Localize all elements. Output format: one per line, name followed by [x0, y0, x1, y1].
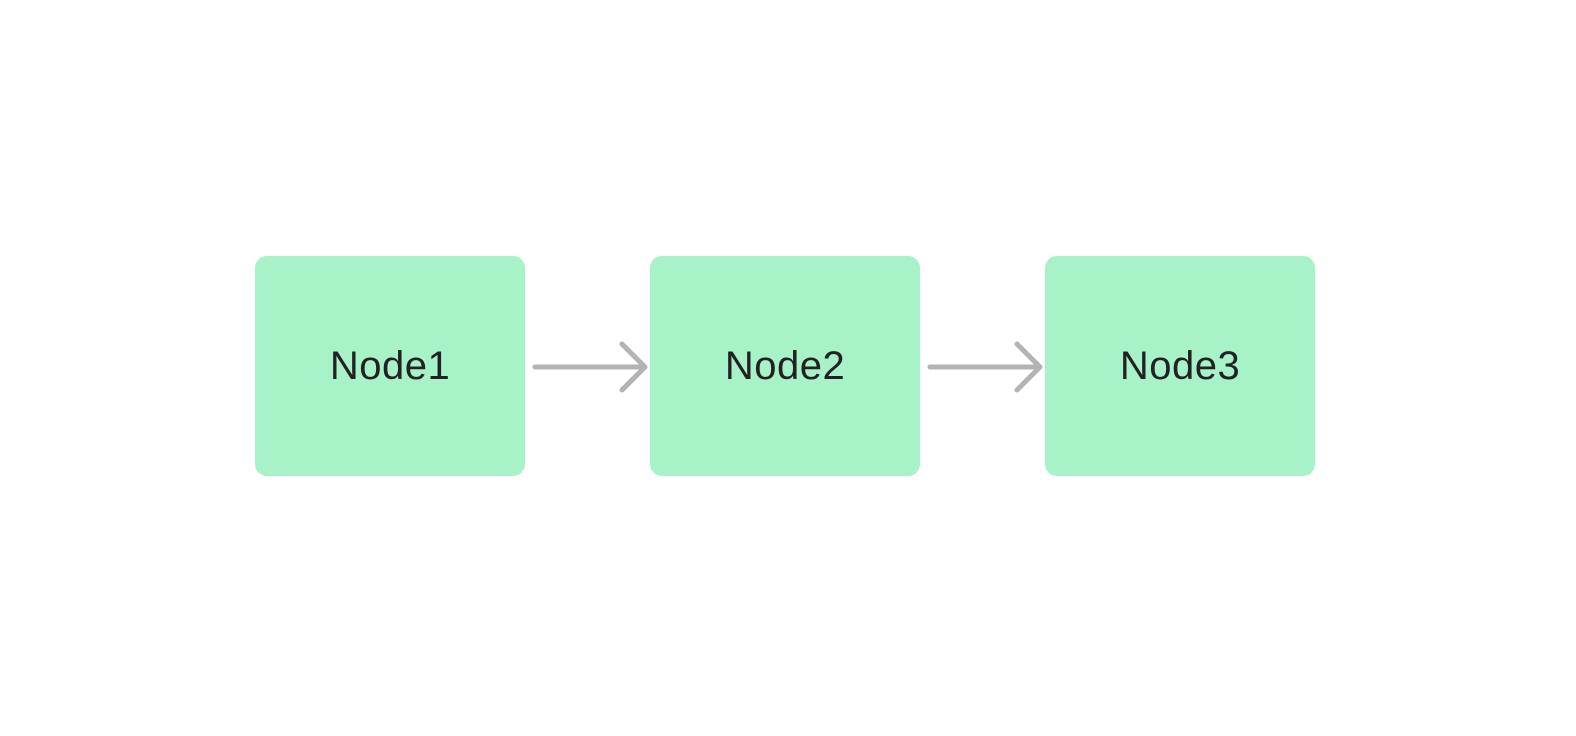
edge-node2-node3 [920, 337, 1045, 397]
flow-node-node1[interactable]: Node1 [255, 256, 525, 476]
flow-node-node2[interactable]: Node2 [650, 256, 920, 476]
arrow-right-icon [532, 341, 648, 393]
flow-node-node3[interactable]: Node3 [1045, 256, 1315, 476]
node-label: Node2 [724, 344, 846, 388]
edge-node1-node2 [525, 337, 650, 397]
arrow-right-icon [927, 341, 1043, 393]
node-label: Node3 [1119, 344, 1241, 388]
node-label: Node1 [329, 344, 451, 388]
